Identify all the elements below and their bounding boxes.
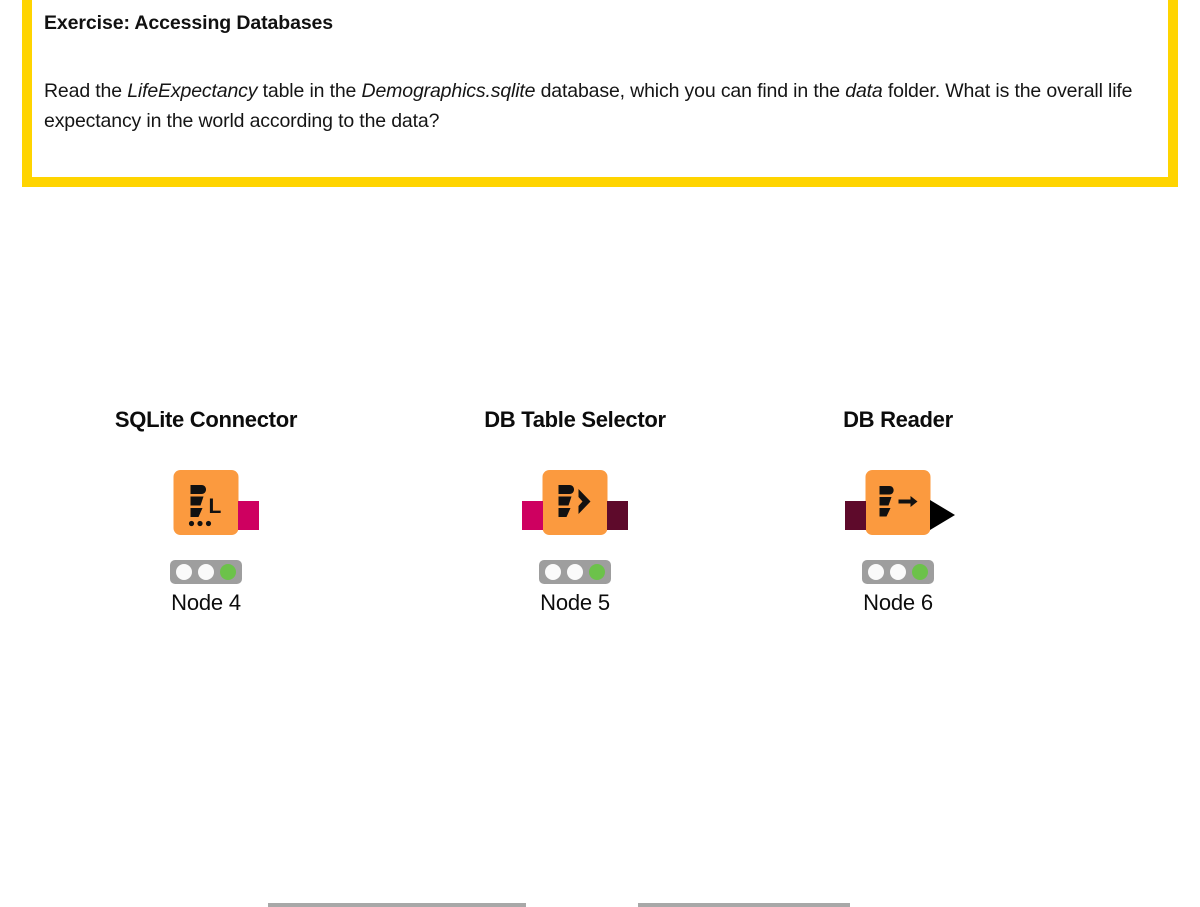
db-table-selector-icon: [558, 485, 591, 517]
status-light-queued-node4: [176, 564, 192, 580]
workflow-canvas: SQLite Connector L Node 4 DB Table Selec…: [0, 405, 1200, 907]
node-graphic-db-table-selector: [460, 461, 690, 556]
exercise-text-3: database, which you can find in the: [535, 80, 846, 103]
status-light-executed-node5: [589, 564, 605, 580]
node-body-db-table-selector[interactable]: [542, 470, 608, 535]
status-light-queued-node5: [545, 564, 561, 580]
output-port-db-session-node4[interactable]: [238, 501, 259, 530]
node-status-bar-node5: [539, 560, 611, 584]
exercise-content: Exercise: Accessing Databases Read the L…: [32, 0, 1168, 136]
node-graphic-db-reader: [783, 461, 1013, 556]
db-reader-icon: [879, 486, 918, 517]
connection-wire-node5-node6[interactable]: [638, 903, 850, 907]
status-light-running-node4: [198, 564, 214, 580]
status-light-executed-node6: [912, 564, 928, 580]
node-label-node6: Node 6: [863, 590, 933, 615]
node-db-reader[interactable]: DB Reader Node 6: [783, 405, 1013, 616]
exercise-database-name: Demographics.sqlite: [361, 80, 536, 103]
node-db-table-selector[interactable]: DB Table Selector Node 5: [460, 405, 690, 616]
node-title-db-table-selector: DB Table Selector: [484, 407, 666, 432]
node-label-node4: Node 4: [171, 590, 241, 615]
exercise-callout-box: Exercise: Accessing Databases Read the L…: [22, 0, 1178, 187]
status-light-queued-node6: [868, 564, 884, 580]
exercise-folder-name: data: [845, 80, 883, 103]
node-label-node5: Node 5: [540, 590, 610, 615]
exercise-title: Exercise: Accessing Databases: [44, 12, 334, 34]
exercise-text-2: table in the: [257, 80, 362, 103]
node-status-bar-node4: [170, 560, 242, 584]
node-graphic-sqlite-connector: L: [91, 461, 321, 556]
output-port-table-node6[interactable]: [930, 500, 955, 530]
exercise-text-4: folder. What is the overall life expecta…: [44, 80, 1133, 133]
exercise-description: Read the LifeExpectancy table in the Dem…: [44, 76, 1148, 136]
exercise-text-1: Read the: [44, 80, 128, 103]
node-title-sqlite-connector: SQLite Connector: [114, 407, 298, 432]
status-light-executed-node4: [220, 564, 236, 580]
node-status-bar-node6: [862, 560, 934, 584]
svg-text:L: L: [209, 495, 222, 518]
output-port-db-data-node5[interactable]: [607, 501, 628, 530]
connection-wire-node4-node5[interactable]: [268, 903, 526, 907]
input-port-db-session-node5[interactable]: [522, 501, 543, 530]
status-light-running-node5: [567, 564, 583, 580]
sqlite-database-icon: L: [188, 485, 222, 527]
node-sqlite-connector[interactable]: SQLite Connector L Node 4: [91, 405, 321, 616]
input-port-db-data-node6[interactable]: [845, 501, 866, 530]
status-light-running-node6: [890, 564, 906, 580]
exercise-table-name: LifeExpectancy: [127, 80, 258, 103]
node-title-db-reader: DB Reader: [843, 407, 953, 432]
node-body-db-reader[interactable]: [865, 470, 931, 535]
